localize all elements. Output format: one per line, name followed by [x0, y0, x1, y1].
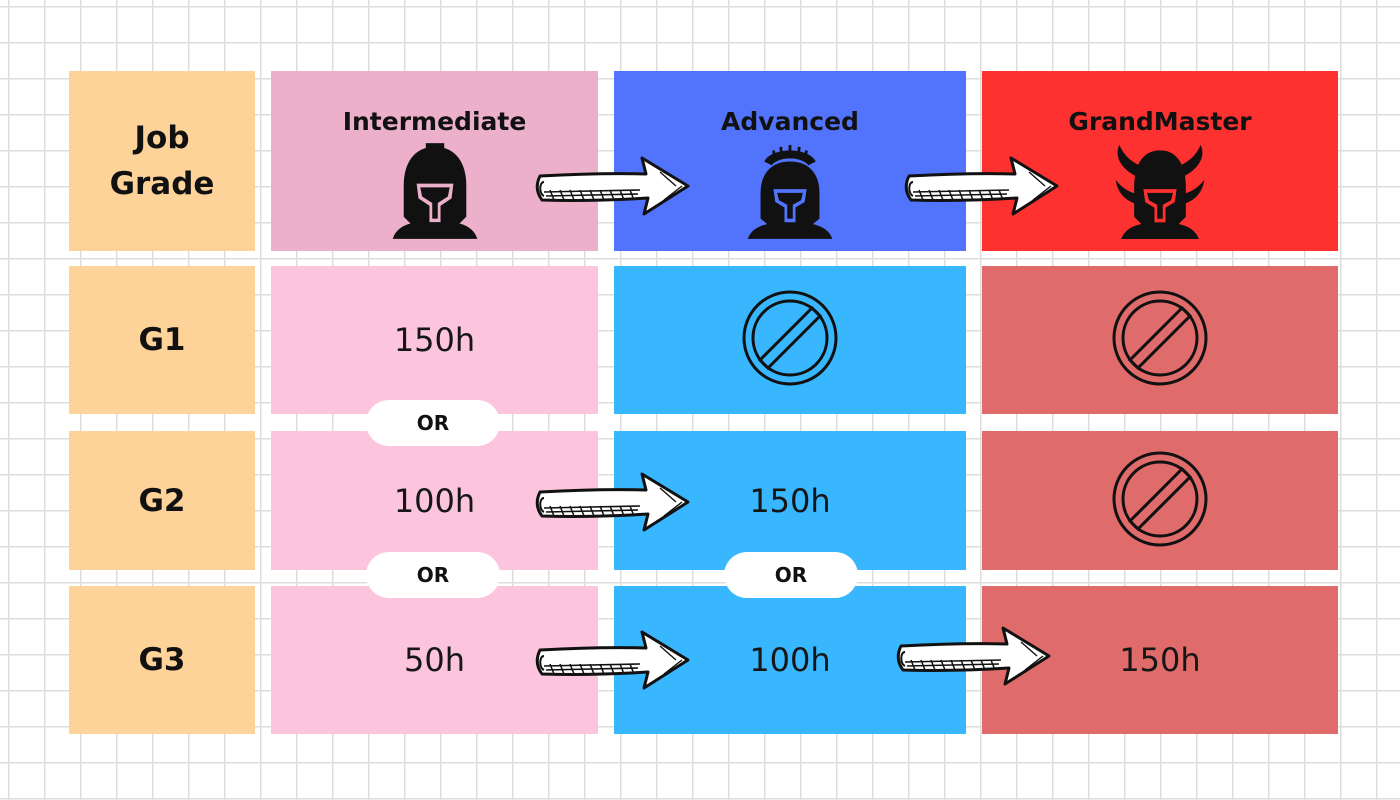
intermediate-header: Intermediate: [271, 71, 598, 251]
grade-g2-label: G2: [138, 482, 186, 519]
advanced-title: Advanced: [721, 107, 859, 136]
grandmaster-header: GrandMaster: [982, 71, 1338, 251]
intermediate-g3-hours: 50h: [404, 641, 465, 679]
intermediate-title: Intermediate: [342, 107, 527, 136]
grandmaster-title: GrandMaster: [1068, 107, 1252, 136]
advanced-header: Advanced: [614, 71, 966, 251]
grade-g3-label: G3: [138, 642, 186, 678]
or-pill-intermediate-g2-g3: OR: [366, 552, 500, 598]
grandmaster-g2-cell: [982, 431, 1338, 570]
forbidden-icon: [1110, 288, 1210, 392]
forbidden-icon: [740, 288, 840, 392]
or-label: OR: [416, 563, 450, 587]
crested-helmet-icon: [744, 143, 836, 243]
intermediate-g1-cell: 150h: [271, 266, 598, 414]
arrow-g3-advanced-to-grandmaster: [896, 624, 1053, 688]
advanced-g3-hours: 100h: [749, 641, 831, 679]
intermediate-g2-hours: 100h: [393, 481, 476, 520]
arrow-g3-intermediate-to-advanced: [535, 628, 692, 692]
grade-g3: G3: [69, 586, 255, 734]
grade-g2: G2: [69, 431, 255, 570]
intermediate-g1-hours: 150h: [393, 321, 476, 359]
job-grade-header: Job Grade: [69, 71, 255, 251]
or-pill-advanced-g2-g3: OR: [724, 552, 858, 598]
forbidden-icon: [1110, 449, 1210, 553]
grandmaster-g1-cell: [982, 266, 1338, 414]
grandmaster-g3-hours: 150h: [1119, 641, 1201, 679]
spartan-helmet-icon: [389, 143, 481, 243]
advanced-g2-hours: 150h: [749, 481, 831, 520]
or-pill-intermediate-g1-g2: OR: [366, 400, 500, 446]
or-label: OR: [416, 411, 450, 435]
winged-helmet-icon: [1108, 143, 1212, 243]
arrow-advanced-to-grandmaster-header: [904, 154, 1061, 218]
grade-g1: G1: [69, 266, 255, 414]
arrow-g2-intermediate-to-advanced: [535, 470, 692, 534]
job-grade-label: Job Grade: [109, 120, 215, 202]
advanced-g1-cell: [614, 266, 966, 414]
or-label: OR: [774, 563, 808, 587]
arrow-intermediate-to-advanced-header: [535, 154, 692, 218]
grade-g1-label: G1: [138, 322, 186, 358]
